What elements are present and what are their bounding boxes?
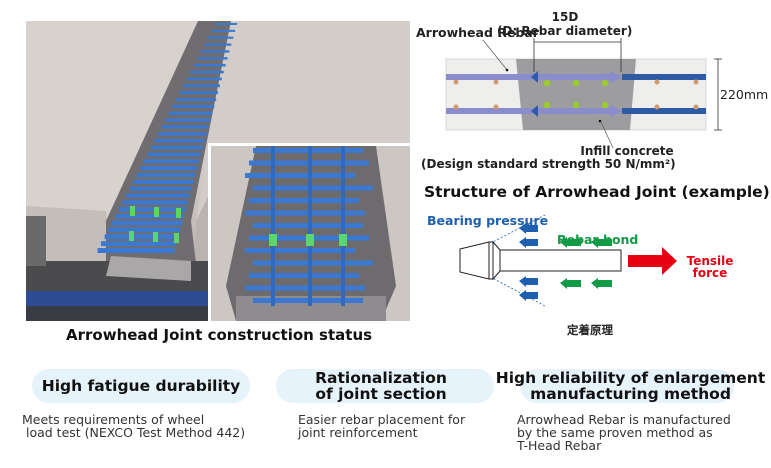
rebar-bar xyxy=(165,118,211,122)
rebar-bar xyxy=(197,57,228,60)
coupler xyxy=(153,232,158,242)
feature-title-reliability: High reliability of enlargement manufact… xyxy=(490,370,771,402)
rebar-bar xyxy=(104,234,179,240)
rebar-bar xyxy=(108,227,181,233)
rebar-bar xyxy=(129,186,192,191)
feature-title-rationalization: Rationalization of joint section xyxy=(276,370,486,402)
coupler xyxy=(306,234,314,246)
feature-title-reliability-line2: manufacturing method xyxy=(530,385,731,403)
tensile-force-line1: Tensile xyxy=(686,254,734,268)
longitudinal-bar xyxy=(341,146,345,306)
feature-desc-fatigue: Meets requirements of wheel load test (N… xyxy=(22,412,246,440)
rebar-bar xyxy=(211,29,236,32)
coupler xyxy=(269,234,277,246)
bearing-pressure-label: Bearing pressure xyxy=(427,213,549,228)
rebar-bar xyxy=(161,125,209,129)
rebar-bar xyxy=(118,207,186,212)
arrowhead-shape xyxy=(459,241,490,280)
dimension-15d-label: 15D xyxy=(551,10,579,24)
infill-concrete-label: Infill concrete xyxy=(580,144,674,158)
rebar-bar xyxy=(158,132,207,136)
anchorage-principle-caption: 定着原理 xyxy=(567,323,613,337)
rebar-bar xyxy=(207,36,234,39)
feature-title-reliability-line1: High reliability of enlargement xyxy=(495,369,766,387)
tensile-force-arrow xyxy=(628,247,677,275)
rebar-bar xyxy=(168,111,213,115)
rebar-bar xyxy=(190,70,224,74)
joint-section-diagram xyxy=(445,38,722,149)
feature-title-rationalization-line1: Rationalization xyxy=(315,369,447,387)
rebar-rows xyxy=(97,23,237,253)
rebar-bar xyxy=(253,260,373,266)
feature-pill-rationalization xyxy=(276,369,494,403)
coupler xyxy=(130,206,135,216)
longitudinal-bar xyxy=(271,146,275,306)
rebar-bar xyxy=(111,220,183,226)
rebar-bar xyxy=(122,200,188,205)
tensile-force-label: Tensile force xyxy=(680,255,740,279)
rebar-bond-arrows xyxy=(560,237,612,289)
feature-desc-rationalization: Easier rebar placement for joint reinfor… xyxy=(298,412,466,440)
closeup-rebar-rows xyxy=(245,146,373,306)
coupler xyxy=(154,207,159,217)
tensile-force-line2: force xyxy=(692,266,728,280)
rebar-bar xyxy=(101,241,177,247)
rebar-bar xyxy=(147,152,202,157)
dimension-d-note: (D: Rebar diameter) xyxy=(497,24,633,38)
infill-strength-label: (Design standard strength 50 N/mm²) xyxy=(421,157,676,171)
coupler xyxy=(174,233,179,243)
rebar-bar xyxy=(115,213,184,219)
photo-caption: Arrowhead Joint construction status xyxy=(66,326,373,344)
rebar-bar xyxy=(200,50,230,53)
rebar-bar xyxy=(245,285,365,291)
rebar-bar xyxy=(245,248,355,253)
rebar-bar xyxy=(136,173,196,177)
feature-title-fatigue: High fatigue durability xyxy=(41,377,241,395)
construction-closeup-photo xyxy=(208,143,410,321)
anchorage-principle-diagram xyxy=(459,214,677,307)
rebar-bar xyxy=(133,179,194,184)
rebar-dark-bottom xyxy=(622,108,706,114)
feature-title-rationalization-line2: of joint section xyxy=(315,385,447,403)
rebar-bar xyxy=(150,145,203,150)
rebar-bar xyxy=(125,193,190,198)
transverse-bars-orange xyxy=(453,79,699,110)
rebar-bar xyxy=(204,43,232,46)
feature-pill-reliability xyxy=(520,369,734,403)
rebar-bar xyxy=(215,23,237,25)
feature-desc-reliability: Arrowhead Rebar is manufactured by the s… xyxy=(517,412,731,453)
rebar-bar xyxy=(193,63,226,67)
rebar-shaft xyxy=(499,249,622,272)
rebar-dark-top xyxy=(622,74,706,80)
dimension-height-label: 220mm xyxy=(720,87,769,102)
closeup-illustration xyxy=(211,146,410,321)
rebar-bar xyxy=(182,84,220,88)
rebar-bar xyxy=(245,210,365,216)
bearing-pressure-arrows xyxy=(519,223,538,301)
rebar-bar xyxy=(245,173,355,178)
rebar-bar xyxy=(179,91,219,95)
feature-pill-fatigue xyxy=(32,369,250,403)
structure-title: Structure of Arrowhead Joint (example) xyxy=(424,183,770,201)
rebar-bar xyxy=(154,138,205,143)
arrowhead-rebar-label: Arrowhead Rebar xyxy=(416,25,539,40)
coupler xyxy=(339,234,347,246)
transverse-bars-green xyxy=(543,79,609,109)
coupler xyxy=(129,231,134,241)
rebar-bond-label: Rebar bond xyxy=(557,232,639,247)
rebar-bar xyxy=(143,159,200,164)
rebar-bar xyxy=(172,104,215,108)
rebar-bar xyxy=(140,166,198,171)
rebar-bar xyxy=(97,248,175,253)
rebar-bar xyxy=(175,98,217,101)
longitudinal-bar xyxy=(308,146,312,306)
rebar-bar xyxy=(249,273,359,278)
rebar-bar xyxy=(186,77,222,81)
coupler xyxy=(176,208,181,218)
rebar-bar xyxy=(253,185,373,191)
rebar-bar xyxy=(249,198,359,203)
